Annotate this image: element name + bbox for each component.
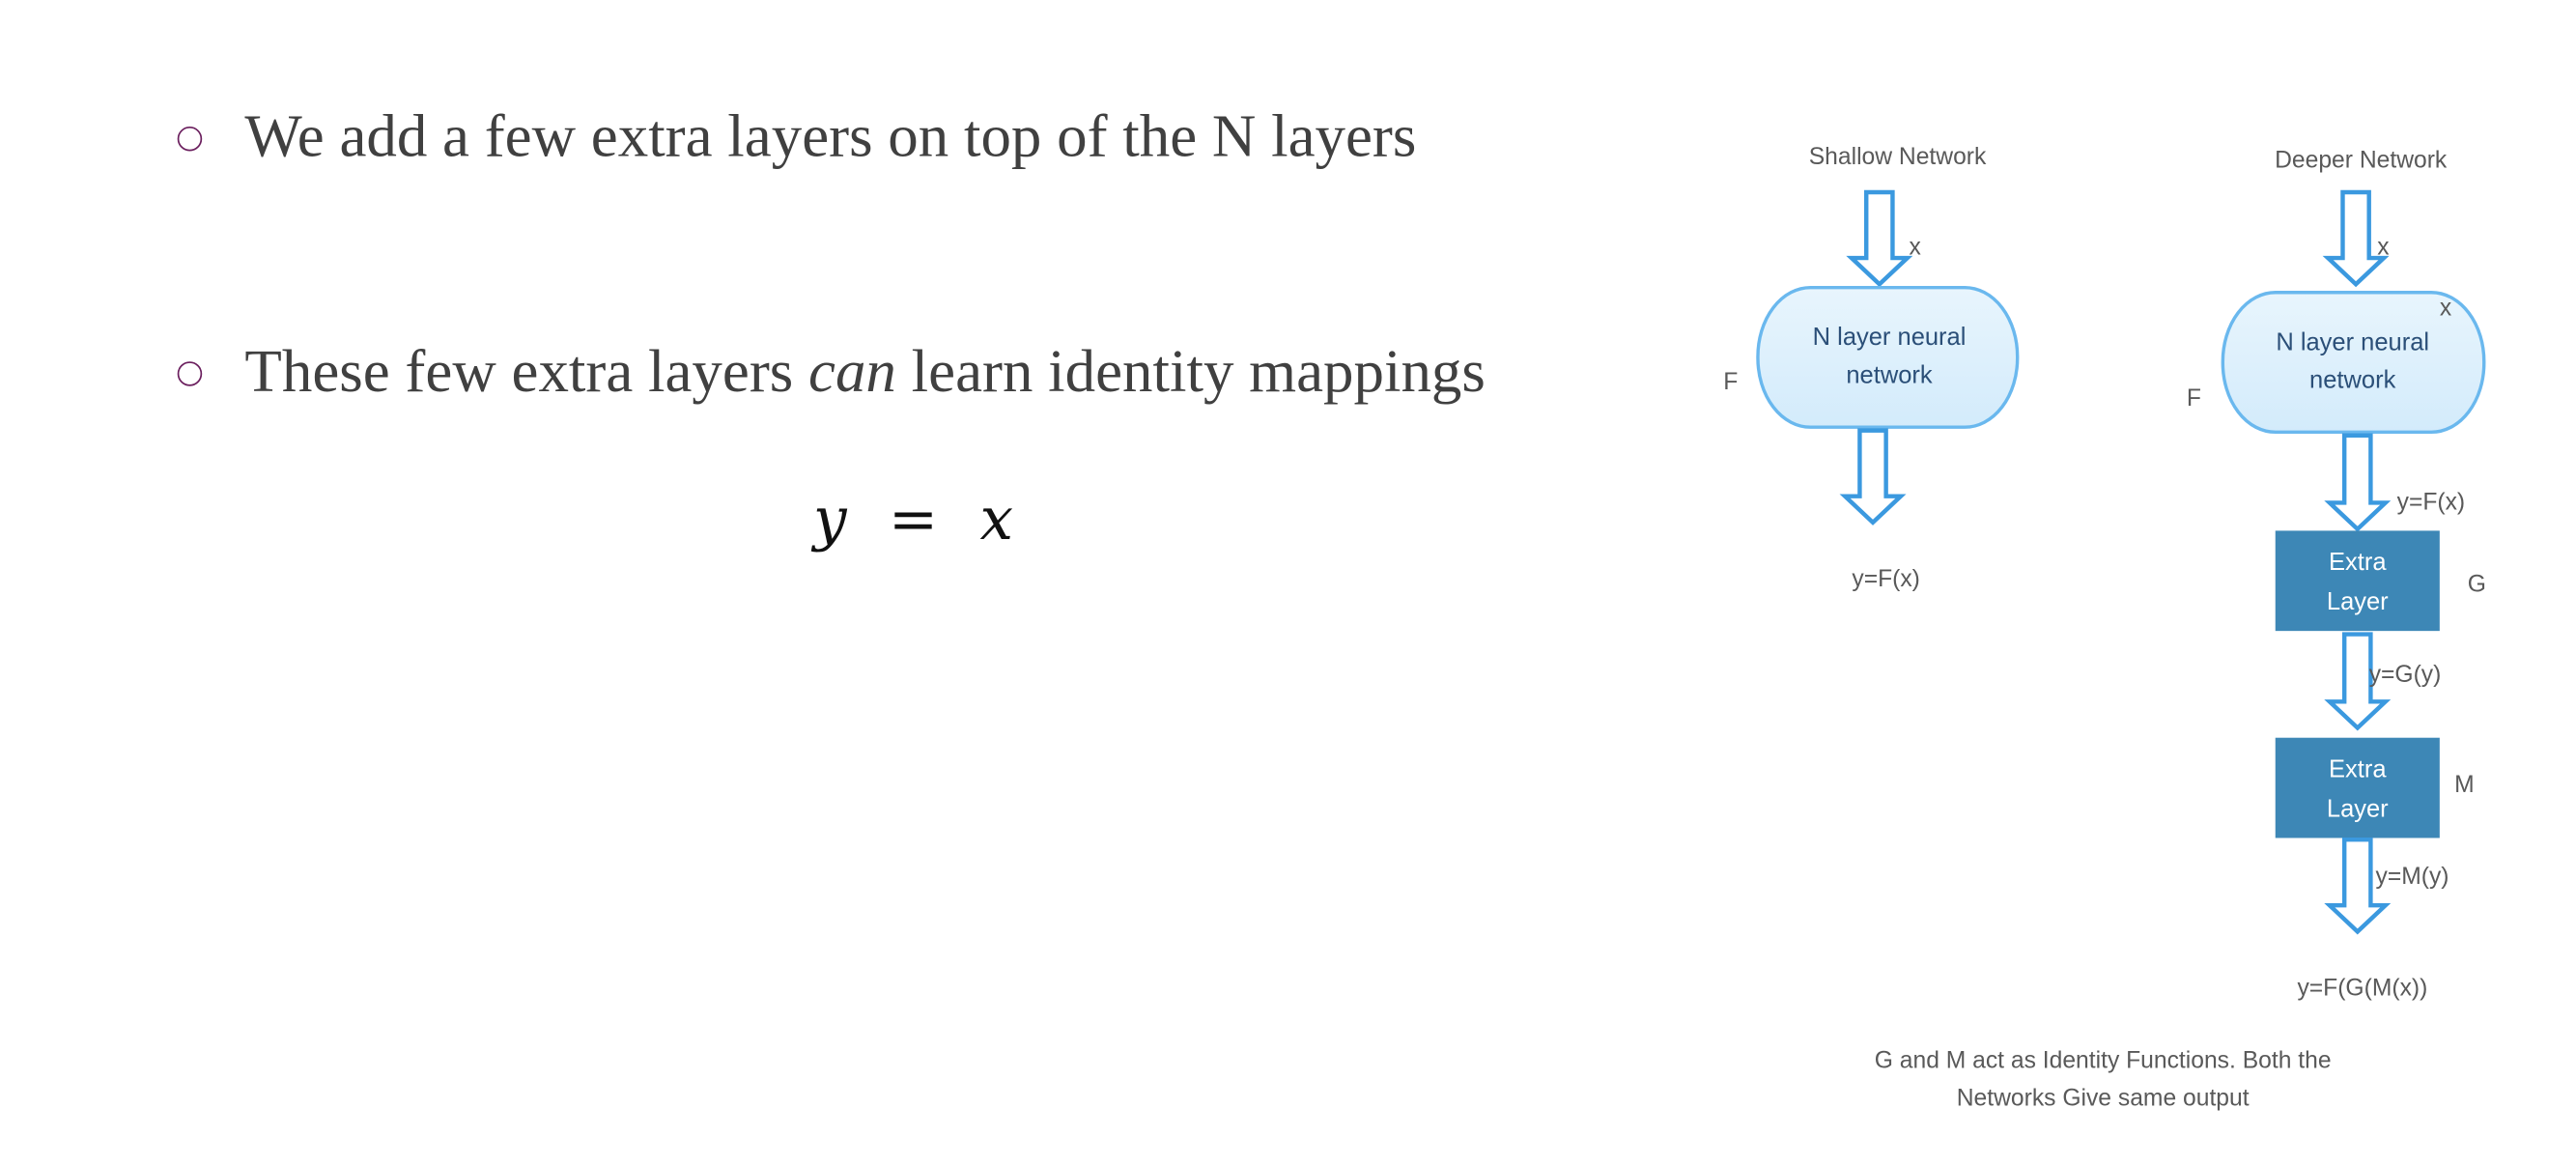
extra-layer-g-box bbox=[2275, 530, 2440, 632]
extra-layer-m-box bbox=[2275, 737, 2440, 838]
deeper-function-label: F bbox=[2187, 385, 2201, 412]
bullet-text-before: These few extra layers bbox=[244, 338, 809, 407]
shallow-input-label: x bbox=[1909, 235, 1921, 261]
bullet-text: We add a few extra layers on top of the … bbox=[244, 103, 1417, 171]
extra-layer-m-label: M bbox=[2454, 772, 2475, 798]
eq-rhs: x bbox=[979, 486, 1014, 554]
bullet-circle-icon bbox=[177, 361, 203, 386]
deeper-f-output-arrow-icon bbox=[2324, 433, 2392, 532]
shallow-box-line2: network bbox=[1846, 361, 1933, 388]
bullet-text-after: learn identity mappings bbox=[895, 338, 1486, 407]
deeper-n-layer-box bbox=[2221, 291, 2486, 435]
extra-layer-m-line1: Extra bbox=[2329, 756, 2387, 783]
shallow-output-arrow-icon bbox=[1839, 428, 1907, 526]
shallow-output: y=F(x) bbox=[1852, 566, 1920, 592]
caption-line2: Networks Give same output bbox=[1957, 1086, 2250, 1112]
extra-layer-m-line2: Layer bbox=[2327, 795, 2389, 822]
extra-layer-g-label: G bbox=[2468, 571, 2486, 597]
deeper-input-label: x bbox=[2377, 235, 2390, 261]
deeper-after-m-label: y=M(y) bbox=[2376, 864, 2449, 890]
eq-lhs: y bbox=[812, 486, 847, 554]
deeper-box-line1: N layer neural bbox=[2276, 328, 2429, 355]
bullet-circle-icon bbox=[177, 126, 203, 152]
identity-equation: y = x bbox=[813, 486, 1013, 554]
extra-layer-g-line2: Layer bbox=[2327, 588, 2389, 615]
deeper-title: Deeper Network bbox=[2275, 147, 2448, 173]
bullet-text-emphasis: can bbox=[808, 338, 896, 407]
eq-op: = bbox=[888, 486, 939, 554]
deeper-output: y=F(G(M(x)) bbox=[2297, 976, 2427, 1002]
shallow-input-arrow-icon bbox=[1846, 189, 1913, 288]
bullet-1: We add a few extra layers on top of the … bbox=[177, 101, 1417, 172]
deeper-box-input-label: x bbox=[2440, 296, 2452, 322]
deeper-after-g-label: y=G(y) bbox=[2369, 662, 2442, 688]
deeper-m-output-arrow-icon bbox=[2324, 837, 2392, 935]
extra-layer-g-line1: Extra bbox=[2329, 549, 2387, 576]
deeper-after-f-label: y=F(x) bbox=[2397, 489, 2466, 515]
deeper-g-output-arrow-icon bbox=[2324, 632, 2392, 731]
bullet-2: These few extra layers can learn identit… bbox=[177, 337, 1486, 408]
deeper-box-line2: network bbox=[2309, 366, 2396, 393]
caption-line1: G and M act as Identity Functions. Both … bbox=[1875, 1048, 2332, 1074]
shallow-n-layer-box bbox=[1756, 285, 2020, 429]
shallow-function-label: F bbox=[1723, 369, 1738, 395]
deeper-input-arrow-icon bbox=[2322, 189, 2390, 288]
shallow-title: Shallow Network bbox=[1809, 144, 1987, 170]
shallow-box-line1: N layer neural bbox=[1813, 324, 1967, 351]
